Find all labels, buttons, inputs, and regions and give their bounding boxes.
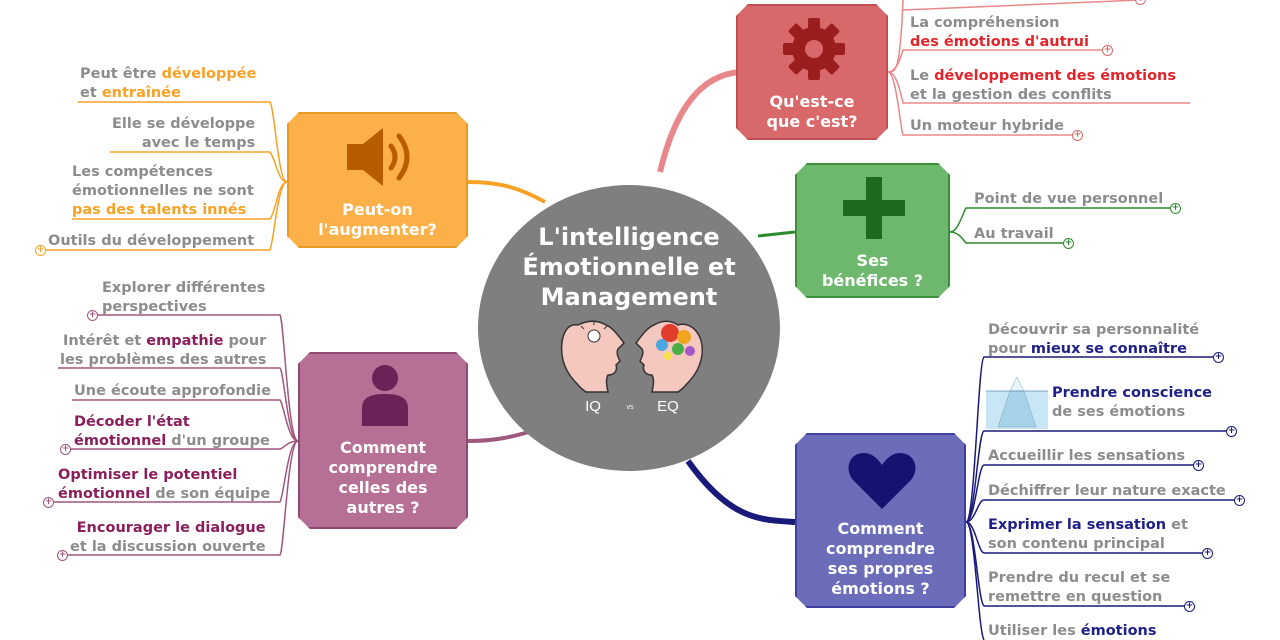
eq-tag: EQ (657, 398, 679, 415)
propres-leaf-1[interactable]: Découvrir sa personnalité pour mieux se … (988, 322, 1200, 357)
speaker-icon (339, 122, 419, 192)
benefices-leaf-lines (949, 207, 1175, 244)
central-topic[interactable]: L'intelligence Émotionnelle et Managemen… (478, 185, 780, 471)
iq-head-icon (560, 320, 625, 393)
topic-augmenter[interactable]: Peut-on l'augmenter? (287, 112, 468, 248)
autres-leaf-2[interactable]: Intérêt et empathie pour les problèmes d… (60, 333, 267, 368)
propres-leaf-7[interactable]: Utiliser les émotions (988, 623, 1157, 639)
expand-plus-icon[interactable]: + (1226, 426, 1237, 437)
topic-benefices-label: Ses bénéfices ? (821, 251, 924, 290)
gear-icon (779, 14, 849, 84)
branch-quest (657, 69, 741, 173)
expand-plus-icon[interactable]: + (1193, 460, 1204, 471)
expand-plus-icon[interactable]: + (35, 245, 46, 256)
plus-icon (839, 173, 909, 243)
expand-plus-icon[interactable]: + (1234, 495, 1245, 506)
quest-leaf-2[interactable]: Le développement des émotions et la gest… (910, 68, 1177, 103)
propres-leaf-5[interactable]: Exprimer la sensation et son contenu pri… (988, 517, 1188, 552)
topic-propres-label: Comment comprendre ses propres émotions … (826, 519, 935, 598)
autres-leaf-4[interactable]: Décoder l'état émotionnel d'un groupe (74, 414, 270, 449)
expand-plus-icon[interactable]: + (87, 310, 98, 321)
topic-augmenter-label: Peut-on l'augmenter? (318, 200, 437, 239)
branch-propres (685, 459, 796, 525)
vs-tag: vs (627, 404, 635, 411)
quest-leaf-lines (887, 0, 1190, 136)
quest-leaf-3[interactable]: Un moteur hybride (910, 118, 1064, 134)
expand-plus-icon[interactable]: + (1184, 601, 1195, 612)
expand-plus-icon[interactable]: + (1063, 238, 1074, 249)
expand-plus-icon[interactable]: + (1102, 45, 1113, 56)
augmenter-leaf-2[interactable]: Elle se développe avec le temps (112, 116, 256, 151)
autres-leaf-5[interactable]: Optimiser le potentiel émotionnel de son… (58, 467, 271, 502)
expand-plus-icon[interactable]: + (60, 444, 71, 455)
quest-leaf-1[interactable]: La compréhension des émotions d'autrui (910, 15, 1089, 50)
topic-autres-label: Comment comprendre celles des autres ? (328, 438, 438, 517)
iceberg-thumbnail-icon (986, 376, 1048, 429)
central-title: L'intelligence Émotionnelle et Managemen… (522, 223, 736, 311)
topic-quest[interactable]: Qu'est-ce que c'est? (736, 4, 888, 140)
augmenter-leaf-3[interactable]: Les compétences émotionnelles ne sont pa… (72, 164, 254, 218)
iq-tag: IQ (585, 398, 601, 415)
expand-plus-icon[interactable]: + (1213, 352, 1224, 363)
propres-leaf-lines (965, 356, 1240, 640)
topic-autres[interactable]: Comment comprendre celles des autres ? (298, 352, 468, 529)
propres-leaf-6[interactable]: Prendre du recul et se remettre en quest… (988, 570, 1171, 605)
augmenter-leaf-1[interactable]: Peut être développée et entraînée (80, 66, 257, 101)
benefices-leaf-2[interactable]: Au travail (974, 226, 1054, 242)
autres-leaf-1[interactable]: Explorer différentes perspectives (102, 280, 266, 315)
iq-vs-eq-illustration: IQ vs EQ (560, 320, 703, 415)
person-icon (350, 360, 420, 430)
augmenter-leaf-4[interactable]: Outils du développement (48, 233, 255, 249)
eq-head-icon (635, 320, 703, 393)
augmenter-leaf-lines (40, 101, 288, 251)
autres-leaf-3[interactable]: Une écoute approfondie (74, 383, 271, 399)
branch-benefices (757, 230, 796, 238)
branch-augmenter (467, 180, 546, 204)
expand-plus-icon[interactable]: + (1072, 130, 1083, 141)
benefices-leaf-1[interactable]: Point de vue personnel (974, 191, 1164, 207)
expand-plus-icon[interactable]: + (57, 550, 68, 561)
expand-plus-icon[interactable]: + (1202, 548, 1213, 559)
expand-plus-icon[interactable]: + (1170, 203, 1181, 214)
propres-leaf-4[interactable]: Déchiffrer leur nature exacte (988, 483, 1226, 499)
propres-leaf-3[interactable]: Accueillir les sensations (988, 448, 1186, 464)
autres-leaf-lines (48, 314, 299, 556)
topic-propres[interactable]: Comment comprendre ses propres émotions … (795, 433, 966, 608)
propres-leaf-2[interactable]: Prendre conscience de ses émotions (1052, 385, 1213, 420)
topic-benefices[interactable]: Ses bénéfices ? (795, 163, 950, 298)
autres-leaf-6[interactable]: Encourager le dialogue et la discussion … (70, 520, 266, 555)
expand-plus-icon[interactable]: + (43, 497, 54, 508)
topic-quest-label: Qu'est-ce que c'est? (766, 92, 858, 131)
heart-icon (846, 447, 918, 513)
